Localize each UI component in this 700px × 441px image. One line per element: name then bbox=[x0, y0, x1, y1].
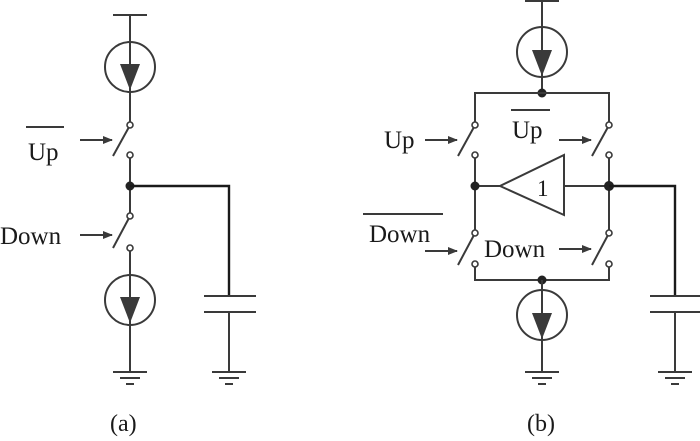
capacitor-icon bbox=[650, 295, 700, 313]
label-down-b: Down bbox=[484, 236, 546, 263]
buffer-gain-label: 1 bbox=[537, 176, 549, 201]
ground-icon bbox=[113, 371, 147, 385]
switch-down-b bbox=[591, 229, 613, 268]
label-down-a: Down bbox=[0, 223, 62, 250]
switch-down-a bbox=[112, 212, 134, 252]
panel-a: Up Down bbox=[0, 14, 256, 437]
switch-up-b bbox=[457, 121, 479, 159]
caption-b: (b) bbox=[527, 411, 555, 437]
switch-up-bar-a bbox=[112, 121, 134, 159]
label-up-bar-b: Up bbox=[512, 117, 543, 144]
buffer-input-node bbox=[470, 181, 480, 191]
ground-icon bbox=[658, 371, 692, 385]
ground-icon bbox=[212, 371, 246, 385]
current-source-icon bbox=[516, 289, 568, 341]
capacitor-icon bbox=[204, 295, 256, 313]
output-wire-b bbox=[609, 184, 677, 297]
label-up-b: Up bbox=[384, 127, 415, 154]
panel-b: Up Up 1 Down bbox=[363, 0, 700, 437]
current-source-icon bbox=[104, 41, 156, 93]
label-down-bar-b: Down bbox=[369, 221, 431, 248]
current-source-icon bbox=[516, 26, 568, 78]
switch-up-bar-b bbox=[591, 121, 613, 159]
switch-down-bar-b bbox=[457, 229, 479, 268]
output-wire-a bbox=[130, 184, 231, 297]
top-bus-b bbox=[474, 92, 610, 123]
label-up-bar-a: Up bbox=[28, 139, 59, 166]
ground-icon bbox=[525, 371, 559, 385]
current-source-icon bbox=[104, 274, 156, 326]
caption-a: (a) bbox=[110, 411, 137, 437]
